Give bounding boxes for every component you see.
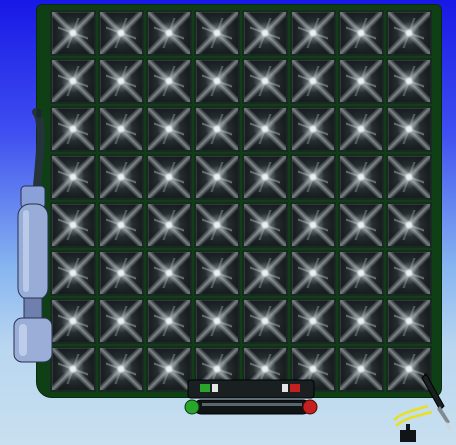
- board-tile[interactable]: [290, 10, 336, 56]
- board-tile[interactable]: [242, 298, 288, 344]
- board-tile[interactable]: [194, 154, 240, 200]
- board-tile[interactable]: [50, 346, 96, 392]
- board-tile[interactable]: [98, 154, 144, 200]
- board-tile[interactable]: [386, 250, 432, 296]
- board-tile[interactable]: [290, 202, 336, 248]
- board-tile[interactable]: [338, 58, 384, 104]
- board-tile[interactable]: [290, 58, 336, 104]
- board-tile[interactable]: [338, 106, 384, 152]
- probe-icon[interactable]: [392, 366, 456, 445]
- board-tile[interactable]: [98, 298, 144, 344]
- board-tile[interactable]: [242, 154, 288, 200]
- board-tile[interactable]: [338, 202, 384, 248]
- board-tile[interactable]: [194, 106, 240, 152]
- board-tile[interactable]: [338, 10, 384, 56]
- board-tile[interactable]: [242, 250, 288, 296]
- board-tile[interactable]: [194, 10, 240, 56]
- board-tile[interactable]: [98, 250, 144, 296]
- board-tile[interactable]: [98, 346, 144, 392]
- board-tile[interactable]: [242, 10, 288, 56]
- board-tile[interactable]: [146, 298, 192, 344]
- board-tile[interactable]: [50, 154, 96, 200]
- board-tile[interactable]: [50, 202, 96, 248]
- board-tile[interactable]: [338, 346, 384, 392]
- board-tile[interactable]: [146, 10, 192, 56]
- board-tile[interactable]: [386, 298, 432, 344]
- board-tile[interactable]: [146, 106, 192, 152]
- board-tile[interactable]: [194, 58, 240, 104]
- board-tile[interactable]: [194, 250, 240, 296]
- board-tile[interactable]: [50, 58, 96, 104]
- board-tile[interactable]: [194, 298, 240, 344]
- board-tile[interactable]: [146, 202, 192, 248]
- board-tile[interactable]: [290, 154, 336, 200]
- board-tile[interactable]: [386, 106, 432, 152]
- board-tile[interactable]: [50, 10, 96, 56]
- board-tile[interactable]: [50, 106, 96, 152]
- board-tile[interactable]: [146, 250, 192, 296]
- board-tile[interactable]: [146, 58, 192, 104]
- board-tile[interactable]: [98, 106, 144, 152]
- board-tile[interactable]: [338, 154, 384, 200]
- board-tile[interactable]: [194, 202, 240, 248]
- board-tile[interactable]: [98, 202, 144, 248]
- board-tile[interactable]: [290, 250, 336, 296]
- board-tile[interactable]: [386, 202, 432, 248]
- board-tile[interactable]: [386, 154, 432, 200]
- battery-pack-icon[interactable]: [184, 378, 320, 418]
- board-tile[interactable]: [146, 154, 192, 200]
- board-tile[interactable]: [386, 10, 432, 56]
- board-tile[interactable]: [50, 298, 96, 344]
- board-tile[interactable]: [98, 58, 144, 104]
- board-tile[interactable]: [242, 202, 288, 248]
- board-tile[interactable]: [338, 298, 384, 344]
- board-tile[interactable]: [290, 298, 336, 344]
- board-tile[interactable]: [338, 250, 384, 296]
- board-tile[interactable]: [242, 106, 288, 152]
- board-tile[interactable]: [242, 58, 288, 104]
- board-tile[interactable]: [290, 106, 336, 152]
- tile-grid: [50, 10, 432, 392]
- board-tile[interactable]: [386, 58, 432, 104]
- board-tile[interactable]: [98, 10, 144, 56]
- board-tile[interactable]: [50, 250, 96, 296]
